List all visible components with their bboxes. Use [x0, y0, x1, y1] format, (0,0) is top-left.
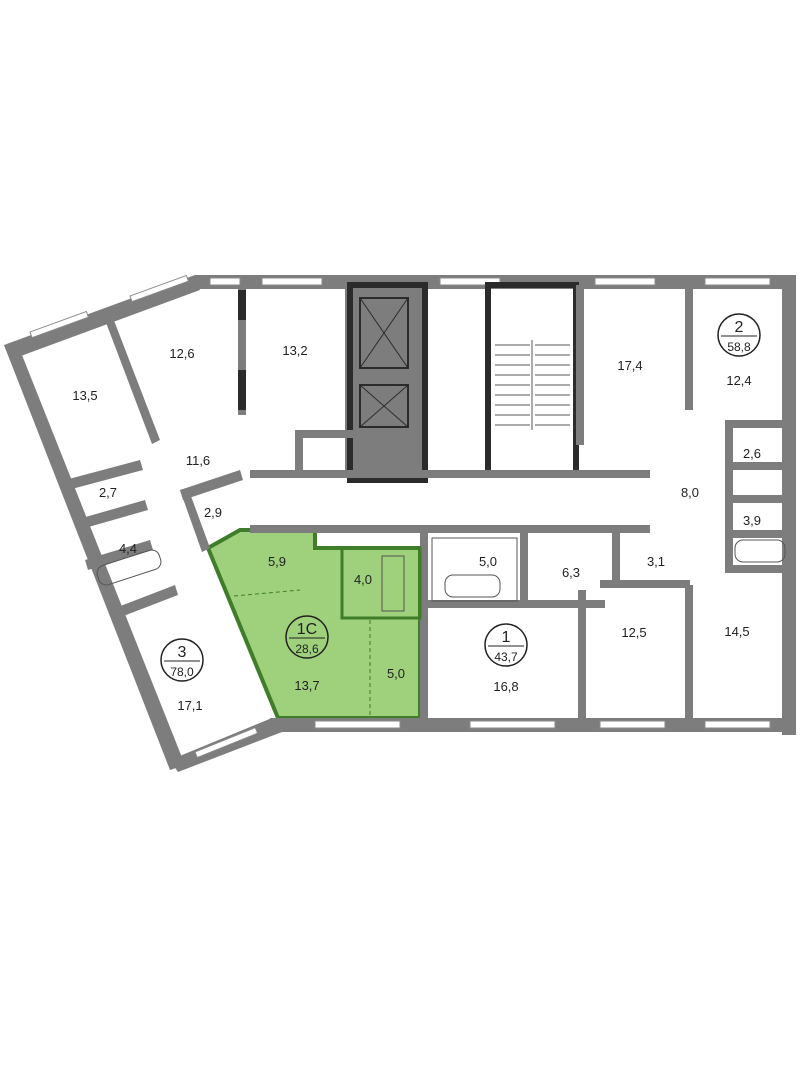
room-12-5: 12,5: [621, 625, 646, 640]
room-2-6: 2,6: [743, 446, 761, 461]
room-2-7: 2,7: [99, 485, 117, 500]
apartment-number: 2: [735, 319, 744, 336]
room-13-2: 13,2: [282, 343, 307, 358]
apartment-area: 43,7: [494, 650, 518, 664]
room-8-0: 8,0: [681, 485, 699, 500]
room-17-1: 17,1: [177, 698, 202, 713]
room-5-0: 5,0: [479, 554, 497, 569]
apartment-area: 58,8: [727, 340, 751, 354]
room-3-9: 3,9: [743, 513, 761, 528]
apartment-badge-2[interactable]: 2 58,8: [717, 313, 761, 357]
apartment-area: 78,0: [170, 665, 194, 679]
room-4-4: 4,4: [119, 541, 137, 556]
apartment-number: 1: [502, 629, 511, 646]
room-14-5: 14,5: [724, 624, 749, 639]
interior-walls: [65, 282, 786, 725]
apartment-area: 28,6: [295, 642, 319, 656]
room-2-9: 2,9: [204, 505, 222, 520]
room-16-8: 16,8: [493, 679, 518, 694]
room-5-9: 5,9: [268, 554, 286, 569]
room-12-6: 12,6: [169, 346, 194, 361]
room-6-3: 6,3: [562, 565, 580, 580]
room-13-5: 13,5: [72, 388, 97, 403]
apartment-badge-1[interactable]: 1 43,7: [484, 623, 528, 667]
room-13-7: 13,7: [294, 678, 319, 693]
room-12-4: 12,4: [726, 373, 751, 388]
room-3-1: 3,1: [647, 554, 665, 569]
room-17-4: 17,4: [617, 358, 642, 373]
apartment-number: 1С: [297, 621, 317, 638]
room-11-6: 11,6: [186, 453, 210, 468]
apartment-badge-3[interactable]: 3 78,0: [160, 638, 204, 682]
room-4-0: 4,0: [354, 572, 372, 587]
apartment-badge-1c[interactable]: 1С 28,6: [285, 615, 329, 659]
apartment-number: 3: [178, 644, 187, 661]
room-5-0-1c: 5,0: [387, 666, 405, 681]
